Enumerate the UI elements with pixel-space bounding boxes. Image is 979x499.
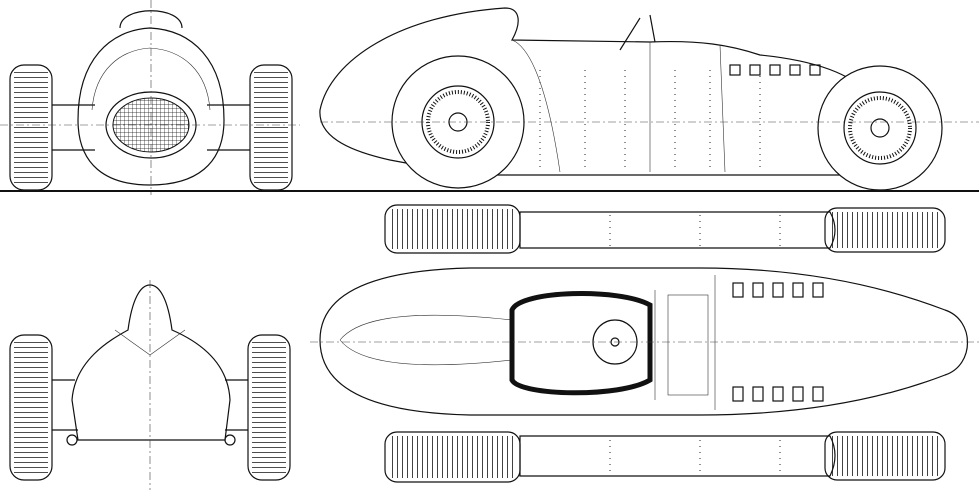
side-view [319,7,979,191]
cockpit [509,291,653,396]
front-view [0,0,300,195]
top-view [310,204,979,483]
top-body [319,267,968,416]
rear-view [9,280,291,490]
front-body [77,27,225,186]
side-front-wheel [817,65,943,191]
rear-body [71,284,231,441]
